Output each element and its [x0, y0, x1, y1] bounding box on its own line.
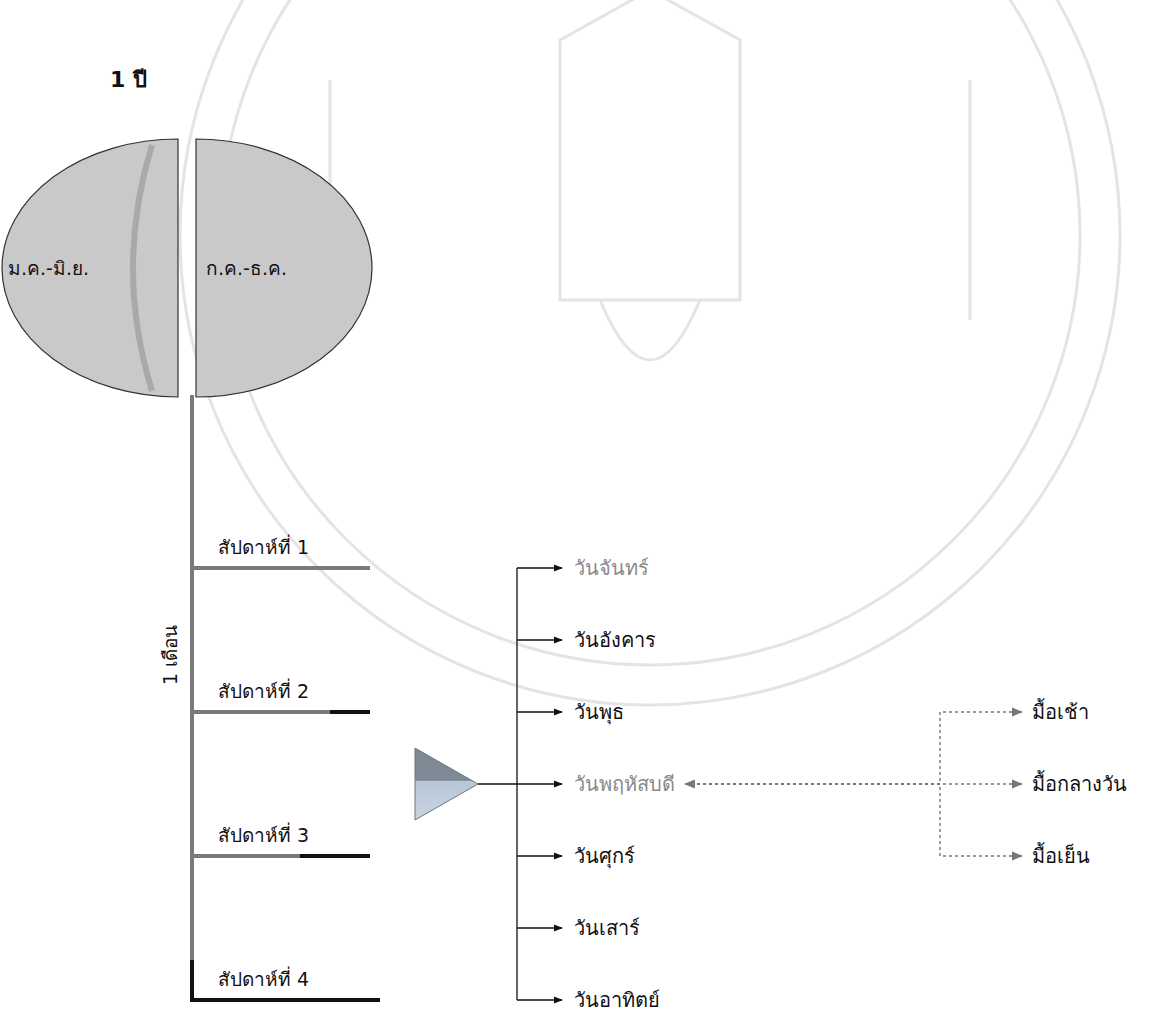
day-label: วันอังคาร — [570, 622, 660, 658]
half-circle-outline — [196, 139, 372, 397]
year-label: 1 ปี — [110, 62, 147, 97]
month-label: 1 เดือน — [155, 625, 185, 685]
week-label: สัปดาห์ที่ 2 — [218, 676, 309, 706]
dotted-arrow — [685, 784, 1022, 856]
meal-label: มื้อเช้า — [1028, 694, 1093, 730]
dotted-arrow — [685, 712, 1022, 784]
meal-label: มื้อเย็น — [1028, 838, 1094, 874]
half-year-left: ม.ค.-มิ.ย. — [2, 139, 178, 397]
day-label: วันพฤหัสบดี — [570, 766, 679, 802]
node-text: ม.ค.-มิ.ย. — [8, 253, 89, 283]
meal-label: มื้อกลางวัน — [1028, 766, 1131, 802]
node-text: วันจันทร์ — [574, 552, 649, 584]
node-text: มื้อเย็น — [1032, 840, 1090, 872]
day-bracket — [478, 568, 562, 1000]
day-label: วันศุกร์ — [570, 838, 639, 874]
week-label: สัปดาห์ที่ 1 — [218, 532, 309, 562]
half-year-right: ก.ค.-ธ.ค. — [196, 139, 372, 397]
node-text: วันเสาร์ — [574, 912, 640, 944]
node-text: มื้อกลางวัน — [1032, 768, 1127, 800]
day-label: วันอาทิตย์ — [570, 982, 664, 1012]
week-label: สัปดาห์ที่ 4 — [218, 964, 309, 994]
day-label: วันพุธ — [570, 694, 628, 730]
pointer-triangle — [415, 748, 478, 820]
node-text: วันพฤหัสบดี — [574, 768, 675, 800]
day-label: วันเสาร์ — [570, 910, 644, 946]
watermark-seal — [180, 0, 1120, 705]
node-text: วันอาทิตย์ — [574, 984, 660, 1012]
week-label: สัปดาห์ที่ 3 — [218, 820, 309, 850]
node-text: วันศุกร์ — [574, 840, 635, 872]
node-text: วันพุธ — [574, 696, 624, 728]
shade-stripe — [133, 145, 152, 391]
node-text: มื้อเช้า — [1032, 696, 1089, 728]
half-circle-outline — [2, 139, 178, 397]
week-branches — [192, 395, 380, 1002]
day-label: วันจันทร์ — [570, 550, 653, 586]
node-text: ก.ค.-ธ.ค. — [206, 253, 287, 283]
node-text: วันอังคาร — [574, 624, 656, 656]
